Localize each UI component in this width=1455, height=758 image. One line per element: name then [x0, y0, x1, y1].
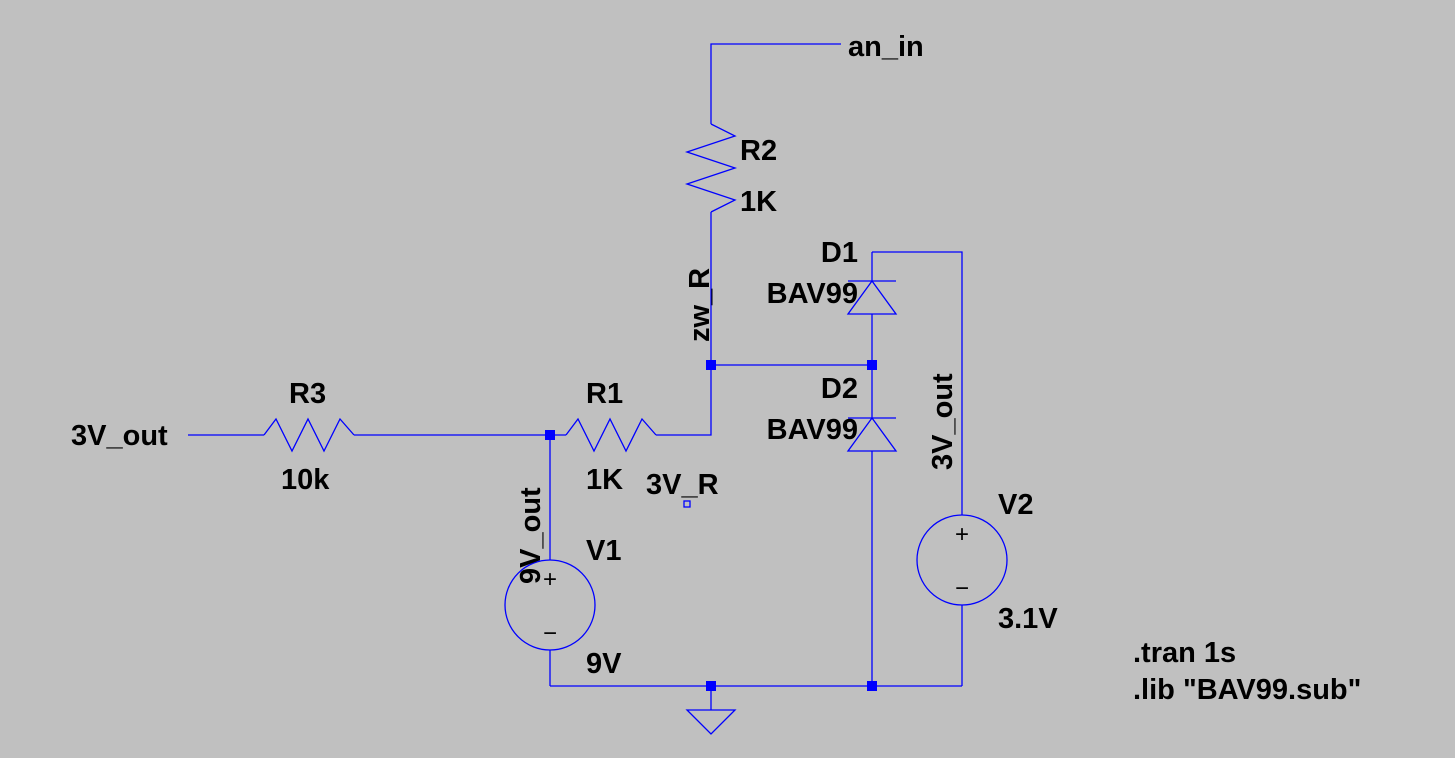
r1-name-label: R1 — [586, 378, 623, 410]
wires — [188, 43, 963, 710]
v1-name-label: V1 — [586, 535, 621, 567]
r2-name-label: R2 — [740, 135, 777, 167]
junction-dot — [706, 360, 716, 370]
r1-value-label: 1K — [586, 464, 623, 496]
voltage-source-v1[interactable] — [504, 559, 596, 651]
net-flag-3v-r[interactable] — [683, 500, 691, 508]
junction-dot — [706, 681, 716, 691]
d2-name-label: D2 — [821, 373, 858, 405]
spice-directive-tran[interactable]: .tran 1s — [1133, 637, 1236, 669]
net-label-9v-out: 9V_out — [515, 487, 547, 584]
net-label-an-in: an_in — [848, 31, 924, 63]
wire-an-in[interactable] — [710, 43, 841, 124]
net-label-3v-out-left: 3V_out — [71, 420, 168, 452]
r2-value-label: 1K — [740, 186, 777, 218]
diode-d2[interactable] — [846, 416, 898, 452]
net-label-3v-r: 3V_R — [646, 469, 719, 501]
diode-d2-triangle — [846, 416, 898, 452]
v2-minus-sign: − — [955, 575, 969, 602]
wire-d1-to-v2[interactable] — [872, 251, 963, 515]
d2-value-label: BAV99 — [767, 414, 858, 446]
r3-value-label: 10k — [281, 464, 330, 496]
v2-value-label: 3.1V — [998, 603, 1058, 635]
v2-name-label: V2 — [998, 489, 1033, 521]
resistor-r3[interactable] — [263, 417, 355, 453]
diode-d1[interactable] — [846, 279, 898, 315]
net-label-zw-r: zw_R — [684, 268, 716, 342]
diode-d1-triangle — [846, 279, 898, 315]
v1-value-label: 9V — [586, 648, 622, 680]
r3-name-label: R3 — [289, 378, 326, 410]
junction-dot — [867, 681, 877, 691]
junction-dot — [867, 360, 877, 370]
voltage-source-v2-circle — [916, 514, 1008, 606]
ground-symbol[interactable] — [685, 709, 737, 735]
d1-value-label: BAV99 — [767, 278, 858, 310]
net-label-3v-out-v2: 3V_out — [927, 373, 959, 470]
voltage-source-v2[interactable] — [916, 514, 1008, 606]
v1-plus-sign: + — [543, 566, 557, 593]
junction-dot — [545, 430, 555, 440]
resistor-r2[interactable] — [684, 123, 738, 213]
voltage-source-v1-circle — [504, 559, 596, 651]
d1-name-label: D1 — [821, 237, 858, 269]
spice-directive-lib[interactable]: .lib "BAV99.sub" — [1133, 674, 1361, 706]
v1-minus-sign: − — [543, 620, 557, 647]
v2-plus-sign: + — [955, 521, 969, 548]
resistor-r1[interactable] — [565, 417, 657, 453]
junctions — [545, 360, 877, 691]
wire-r1-to-node[interactable] — [656, 365, 712, 436]
